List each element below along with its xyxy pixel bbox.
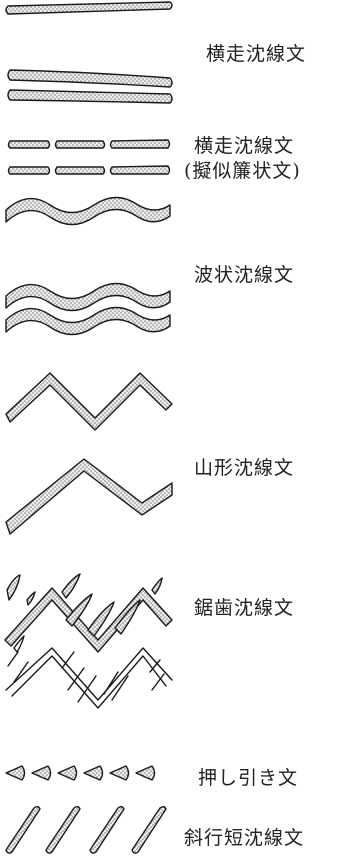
label-broken-horizontal-groove: 横走沈線文 [194, 135, 295, 157]
sawtooth-groove-illustration [4, 573, 173, 653]
horizontal-groove-illustration [5, 1, 173, 104]
label-mountain-groove: 山形沈線文 [194, 457, 295, 479]
label-oblique-short-groove: 斜行短沈線文 [184, 827, 305, 849]
push-pull-illustration [5, 765, 156, 781]
broken-horizontal-groove-illustration [7, 139, 171, 175]
sawtooth-line-illustration [5, 647, 173, 709]
label-wavy-groove: 波状沈線文 [194, 264, 295, 286]
oblique-short-groove-illustration [5, 806, 167, 854]
label-horizontal-groove: 横走沈線文 [206, 43, 307, 65]
wavy-groove-illustration [5, 196, 171, 336]
label-pseudo-sudare-subtitle: (擬似簾状文) [184, 160, 301, 182]
mountain-groove-illustration [5, 372, 173, 535]
label-push-pull: 押し引き文 [198, 767, 299, 789]
label-sawtooth-groove: 鋸歯沈線文 [194, 597, 295, 619]
